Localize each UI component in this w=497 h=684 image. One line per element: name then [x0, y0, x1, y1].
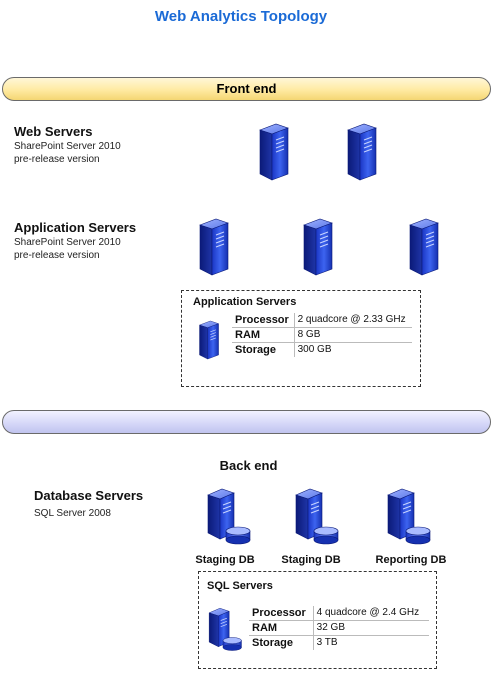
- database-servers-subtitle: SQL Server 2008: [34, 508, 111, 519]
- back-end-label: Back end: [219, 458, 278, 473]
- sql-servers-spec-box: SQL Servers Processor 4 quadcore @ 2.4 G…: [198, 571, 437, 669]
- web-servers-title: Web Servers: [14, 124, 93, 139]
- application-server-2-icon: [290, 217, 340, 277]
- staging-db-2-server-icon: [288, 487, 340, 545]
- spec-row: Processor 2 quadcore @ 2.33 GHz: [232, 313, 412, 328]
- spec-row: Processor 4 quadcore @ 2.4 GHz: [249, 606, 429, 621]
- spec-row: RAM 8 GB: [232, 327, 412, 343]
- diagram-title: Web Analytics Topology: [154, 8, 328, 25]
- web-servers-subtitle-line1: SharePoint Server 2010: [14, 141, 121, 152]
- spec-key: Processor: [249, 606, 314, 621]
- sql-spec-table: Processor 4 quadcore @ 2.4 GHz RAM 32 GB…: [249, 606, 429, 650]
- spec-value: 32 GB: [313, 620, 429, 636]
- db-label-staging-2: Staging DB: [281, 554, 341, 566]
- spec-key: Storage: [232, 342, 295, 357]
- spec-key: RAM: [232, 327, 295, 343]
- application-spec-title: Application Servers: [193, 296, 297, 308]
- application-servers-spec-box: Application Servers Processor 2 quadcore…: [181, 290, 421, 387]
- spec-value: 3 TB: [316, 637, 338, 648]
- application-server-3-icon: [396, 217, 446, 277]
- spec-row: Storage 3 TB: [249, 635, 429, 650]
- sql-spec-title: SQL Servers: [207, 580, 273, 592]
- application-server-1-icon: [186, 217, 236, 277]
- application-spec-server-icon: [190, 319, 224, 361]
- reporting-db-server-icon: [380, 487, 432, 545]
- spec-key: RAM: [249, 620, 314, 636]
- db-label-reporting: Reporting DB: [375, 554, 447, 566]
- spec-value: 8 GB: [294, 327, 412, 343]
- web-server-1-icon: [246, 122, 296, 182]
- spec-row: Storage 300 GB: [232, 342, 412, 357]
- application-spec-table: Processor 2 quadcore @ 2.33 GHz RAM 8 GB…: [232, 313, 412, 357]
- front-end-label: Front end: [216, 81, 277, 96]
- web-server-2-icon: [334, 122, 384, 182]
- application-servers-subtitle-line1: SharePoint Server 2010: [14, 237, 121, 248]
- staging-db-1-server-icon: [200, 487, 252, 545]
- front-end-band: Front end: [2, 77, 491, 101]
- database-servers-title: Database Servers: [34, 488, 144, 503]
- spec-row: RAM 32 GB: [249, 620, 429, 636]
- sql-spec-database-icon: [203, 606, 243, 652]
- db-label-staging-1: Staging DB: [195, 554, 255, 566]
- application-servers-subtitle-line2: pre-release version: [14, 250, 100, 261]
- back-end-band: [2, 410, 491, 434]
- spec-value: 300 GB: [297, 344, 332, 355]
- spec-key: Storage: [249, 635, 314, 650]
- application-servers-title: Application Servers: [14, 220, 137, 235]
- spec-value: 4 quadcore @ 2.4 GHz: [313, 606, 429, 621]
- web-servers-subtitle-line2: pre-release version: [14, 154, 100, 165]
- spec-key: Processor: [232, 313, 295, 328]
- spec-value: 2 quadcore @ 2.33 GHz: [294, 313, 412, 328]
